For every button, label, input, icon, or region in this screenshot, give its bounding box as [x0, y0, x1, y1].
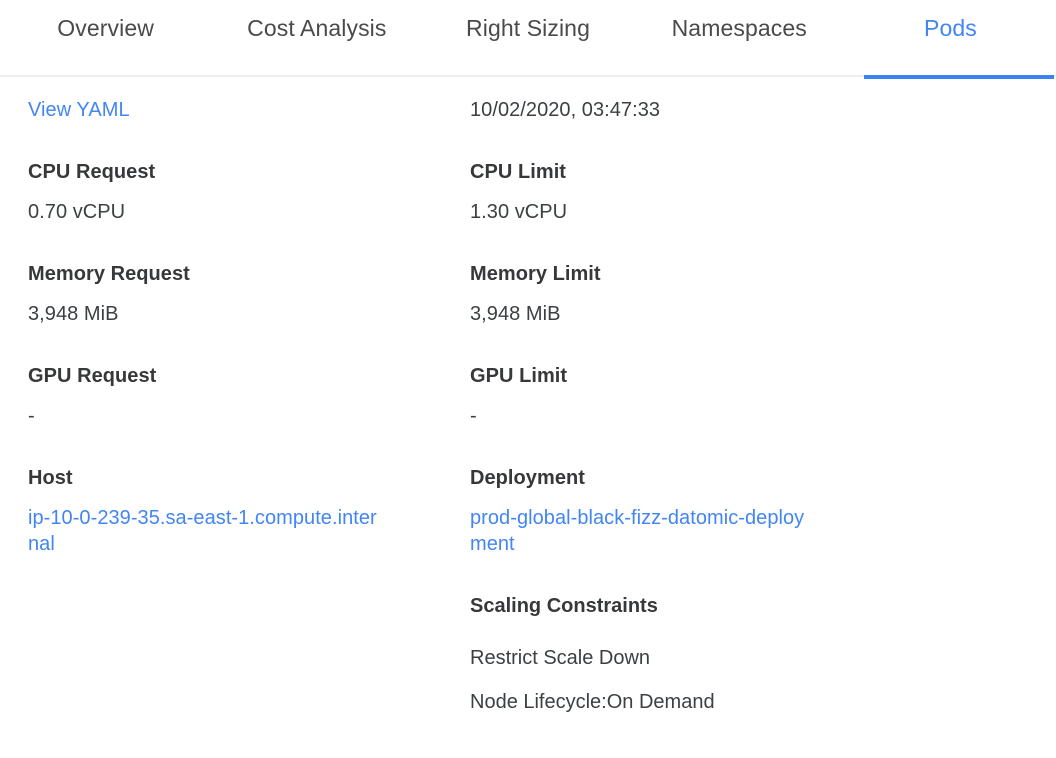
active-tab-indicator — [863, 75, 1054, 79]
deployment-link[interactable]: prod-global-black-fizz-datomic-deploymen… — [470, 507, 805, 555]
gap-after-memory-limit — [470, 327, 1036, 363]
gap-after-memory-request — [28, 327, 445, 363]
host-label-gap — [28, 491, 445, 505]
gpu-limit-value: - — [470, 405, 477, 427]
cpu-limit-label: CPU Limit — [470, 161, 567, 183]
view-yaml-link[interactable]: View YAML — [28, 99, 130, 121]
memory-limit-label: Memory Limit — [470, 263, 601, 285]
memory-request-field: Memory Request 3,948 MiB — [28, 261, 445, 327]
right-top-spacer — [470, 77, 1036, 97]
gap-after-gpu-limit — [470, 429, 1036, 465]
pod-details-left-column: View YAML CPU Request 0.70 vCPU Memory R… — [0, 77, 465, 715]
pod-timestamp: 10/02/2020, 03:47:33 — [470, 99, 661, 121]
tab-list: Overview Cost Analysis Right Sizing Name… — [0, 0, 1056, 79]
scaling-constraints-gap — [470, 619, 1036, 645]
pod-details-right-column: 10/02/2020, 03:47:33 CPU Limit 1.30 vCPU… — [465, 77, 1056, 715]
gap-after-view-yaml — [28, 123, 445, 159]
host-field: Host ip-10-0-239-35.sa-east-1.compute.in… — [28, 465, 445, 557]
scaling-constraint-node-lifecycle: Node Lifecycle:On Demand — [470, 691, 715, 713]
timestamp-field: 10/02/2020, 03:47:33 — [470, 97, 1036, 123]
tab-bar: Overview Cost Analysis Right Sizing Name… — [0, 0, 1056, 79]
gpu-limit-label: GPU Limit — [470, 365, 568, 387]
gpu-request-label-gap — [28, 389, 445, 403]
scaling-constraints-section: Scaling Constraints Restrict Scale Down … — [470, 593, 1036, 715]
tab-cost-analysis[interactable]: Cost Analysis — [211, 14, 422, 77]
gap-after-cpu-request — [28, 225, 445, 261]
tab-pods-label: Pods — [924, 15, 977, 41]
gpu-request-value: - — [28, 405, 35, 427]
cpu-limit-field: CPU Limit 1.30 vCPU — [470, 159, 1036, 225]
memory-limit-value: 3,948 MiB — [470, 303, 561, 325]
scaling-constraints-label: Scaling Constraints — [470, 595, 658, 617]
deployment-label-gap — [470, 491, 1036, 505]
cpu-limit-value: 1.30 vCPU — [470, 201, 568, 223]
gpu-request-label: GPU Request — [28, 365, 157, 387]
gap-after-timestamp — [470, 123, 1036, 159]
memory-request-label: Memory Request — [28, 263, 190, 285]
deployment-field: Deployment prod-global-black-fizz-datomi… — [470, 465, 1036, 557]
left-top-spacer — [28, 77, 445, 97]
gap-after-gpu-request — [28, 429, 445, 465]
memory-request-label-gap — [28, 287, 445, 301]
cpu-limit-label-gap — [470, 185, 1036, 199]
memory-limit-label-gap — [470, 287, 1036, 301]
tab-right-sizing-label: Right Sizing — [466, 15, 590, 41]
scaling-constraint-gap — [470, 671, 1036, 689]
tab-namespaces-label: Namespaces — [671, 15, 807, 41]
tab-pods[interactable]: Pods — [845, 14, 1056, 79]
host-label: Host — [28, 467, 73, 489]
scaling-constraint-restrict-scale-down: Restrict Scale Down — [470, 647, 651, 669]
gap-after-cpu-limit — [470, 225, 1036, 261]
view-yaml-field: View YAML — [28, 97, 445, 123]
tab-right-sizing[interactable]: Right Sizing — [422, 14, 633, 77]
memory-limit-field: Memory Limit 3,948 MiB — [470, 261, 1036, 327]
tab-cost-analysis-label: Cost Analysis — [247, 15, 387, 41]
cpu-request-label: CPU Request — [28, 161, 156, 183]
tab-overview-label: Overview — [57, 15, 154, 41]
tab-namespaces[interactable]: Namespaces — [634, 14, 845, 77]
gap-after-deployment — [470, 557, 1036, 593]
host-link[interactable]: ip-10-0-239-35.sa-east-1.compute.interna… — [28, 507, 377, 555]
gpu-request-field: GPU Request - — [28, 363, 445, 429]
deployment-label: Deployment — [470, 467, 585, 489]
cpu-request-field: CPU Request 0.70 vCPU — [28, 159, 445, 225]
cpu-request-value: 0.70 vCPU — [28, 201, 126, 223]
gpu-limit-label-gap — [470, 389, 1036, 403]
tab-overview[interactable]: Overview — [0, 14, 211, 77]
gpu-limit-field: GPU Limit - — [470, 363, 1036, 429]
cpu-request-label-gap — [28, 185, 445, 199]
memory-request-value: 3,948 MiB — [28, 303, 119, 325]
pod-details-panel: View YAML CPU Request 0.70 vCPU Memory R… — [0, 77, 1056, 715]
